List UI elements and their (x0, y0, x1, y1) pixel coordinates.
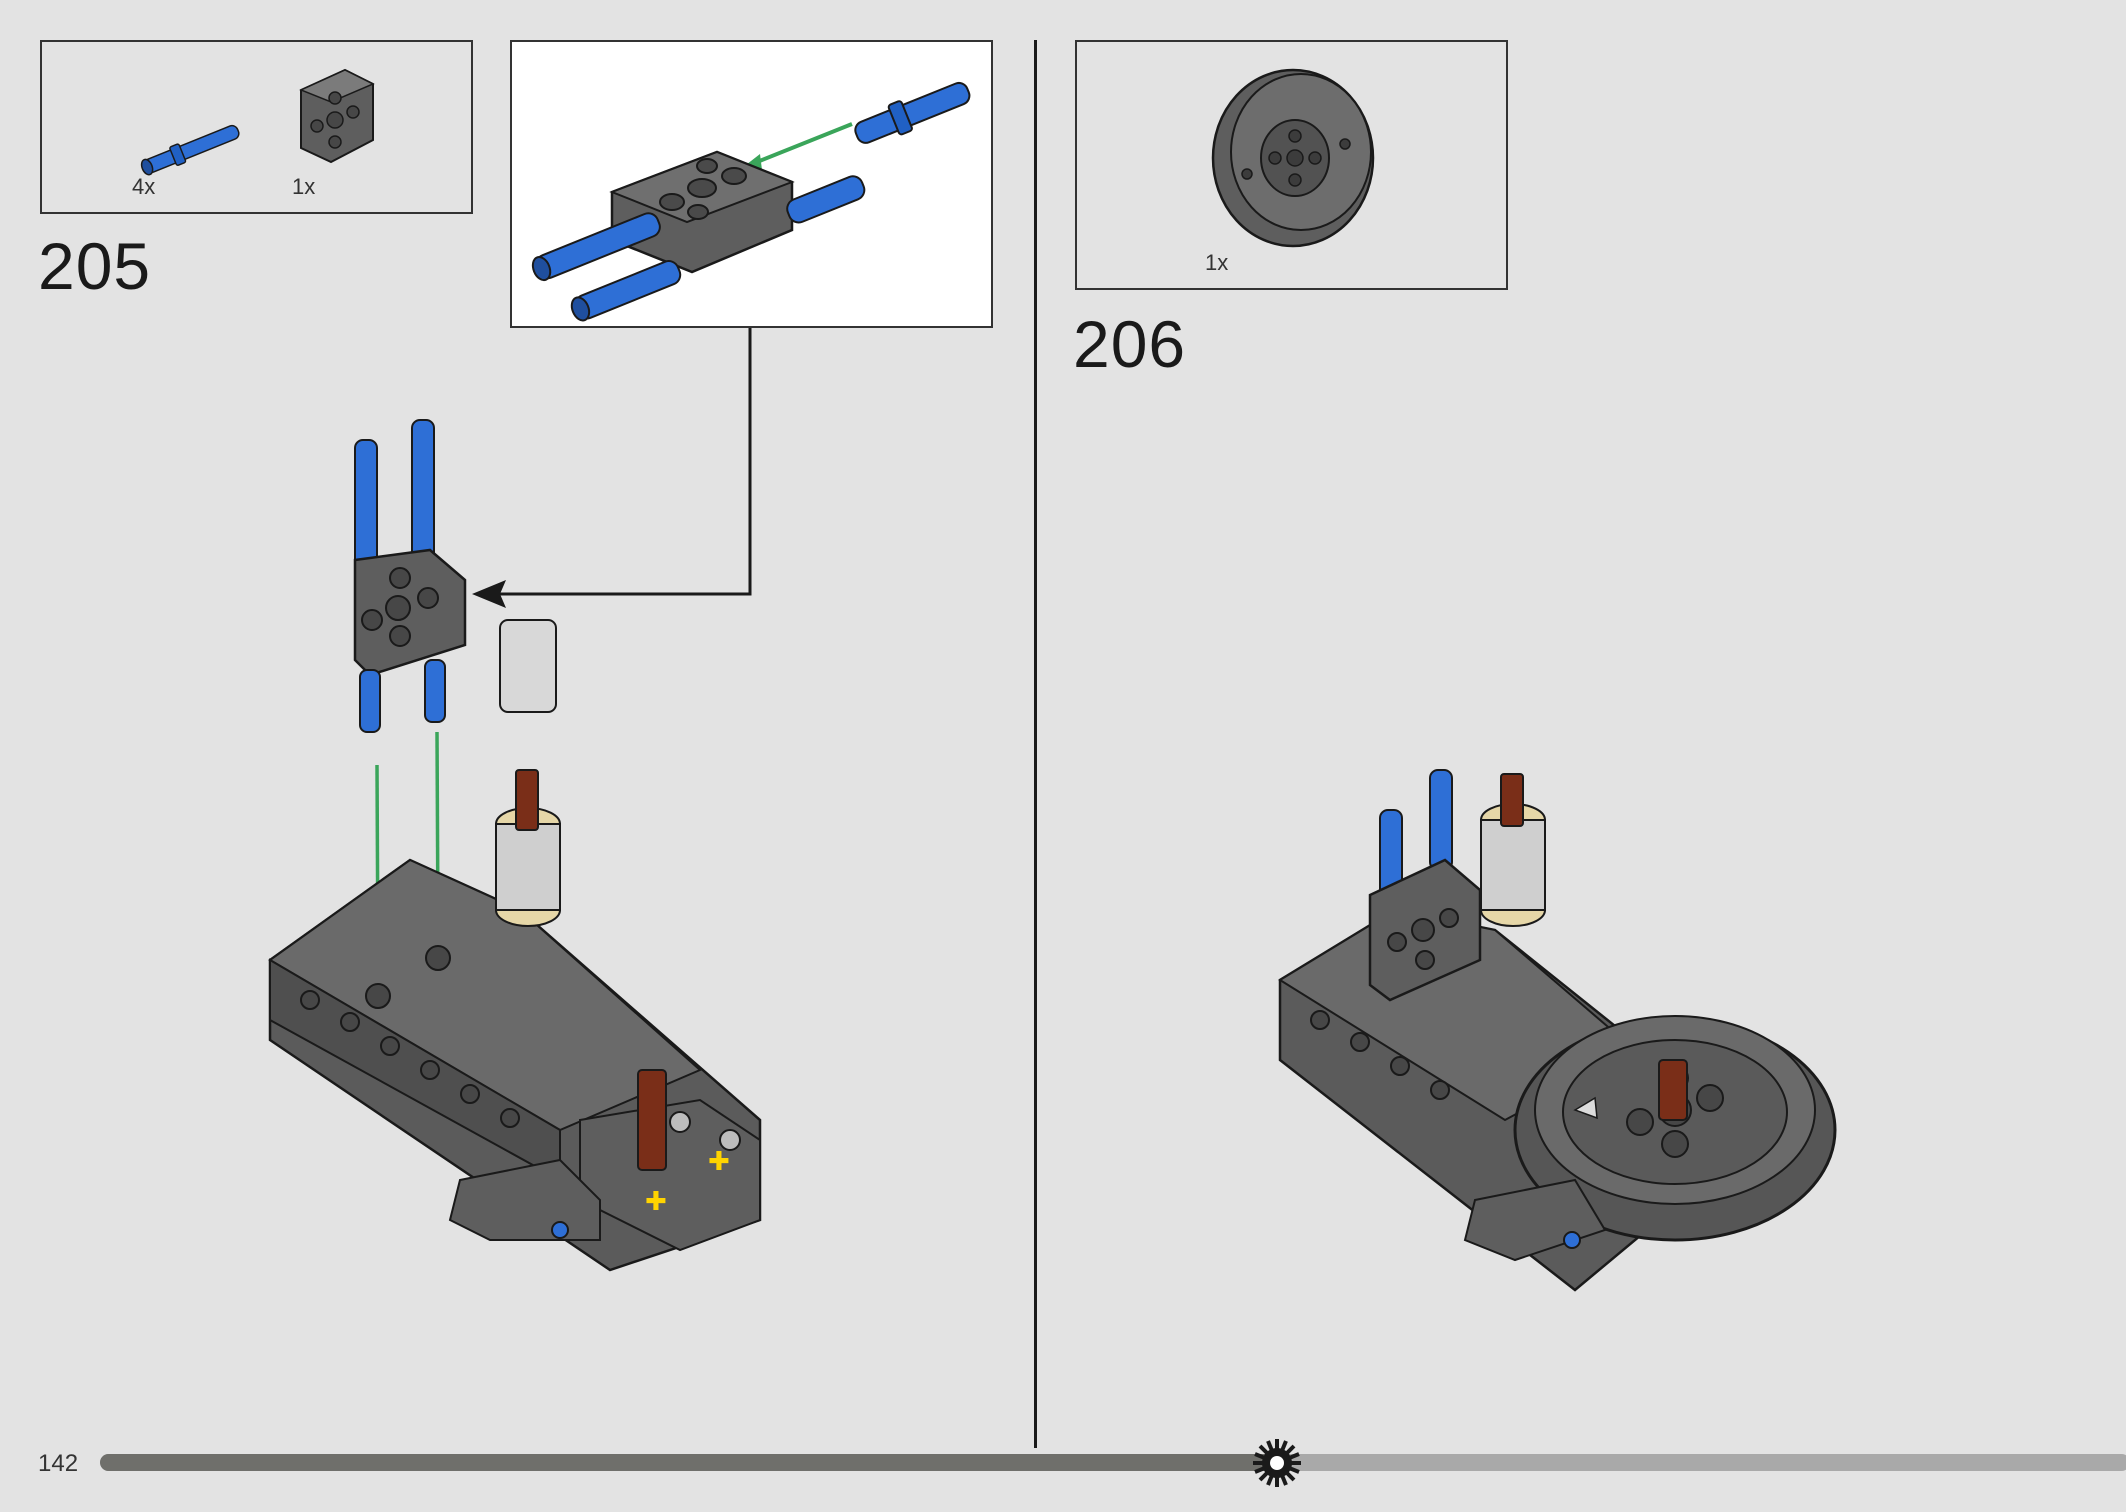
step-205-assembly-illustration: ✚ ✚ (268, 419, 762, 1272)
step-205-part-2-qty: 1x (292, 174, 316, 199)
page-divider (1034, 40, 1037, 1448)
step-206-assembly-illustration (1278, 769, 1837, 1292)
step-205-part-1-qty: 4x (132, 174, 156, 199)
svg-text:✚: ✚ (708, 1147, 730, 1177)
step-205-number: 205 (38, 229, 152, 303)
gray-connector-block-icon (299, 68, 375, 164)
step-205-parts-list: 4x 1x (40, 40, 473, 214)
page-number: 142 (38, 1450, 79, 1477)
gray-gear-wheel-icon (1211, 68, 1375, 248)
sub-assembly-illustration (531, 81, 971, 322)
step-206-parts-list: 1x (1075, 40, 1508, 290)
callout-pointer-arrow (472, 328, 752, 608)
step-205-sub-assembly-callout (510, 40, 993, 328)
blue-axle-pin-icon (140, 124, 240, 176)
step-206-number: 206 (1073, 307, 1187, 381)
progress-bar-fill (100, 1454, 1277, 1471)
svg-text:✚: ✚ (645, 1187, 667, 1217)
step-206-part-1-qty: 1x (1205, 250, 1229, 275)
gear-icon (1253, 1439, 1301, 1487)
